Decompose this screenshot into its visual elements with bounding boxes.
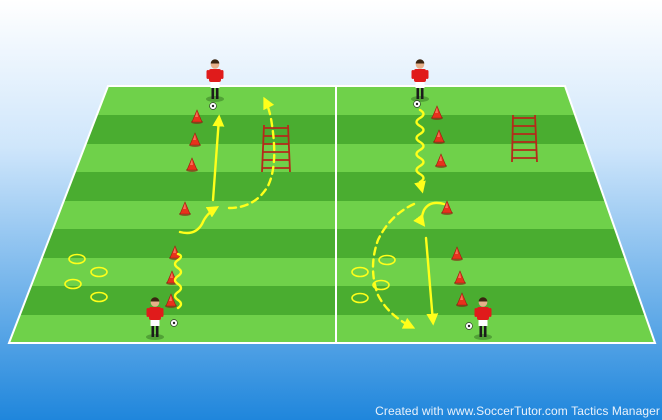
pitch	[0, 86, 662, 343]
ball	[210, 103, 217, 110]
ball	[171, 320, 178, 327]
credit-watermark: Created with www.SoccerTutor.com Tactics…	[375, 404, 660, 418]
ball	[466, 323, 473, 330]
ball	[414, 101, 421, 108]
